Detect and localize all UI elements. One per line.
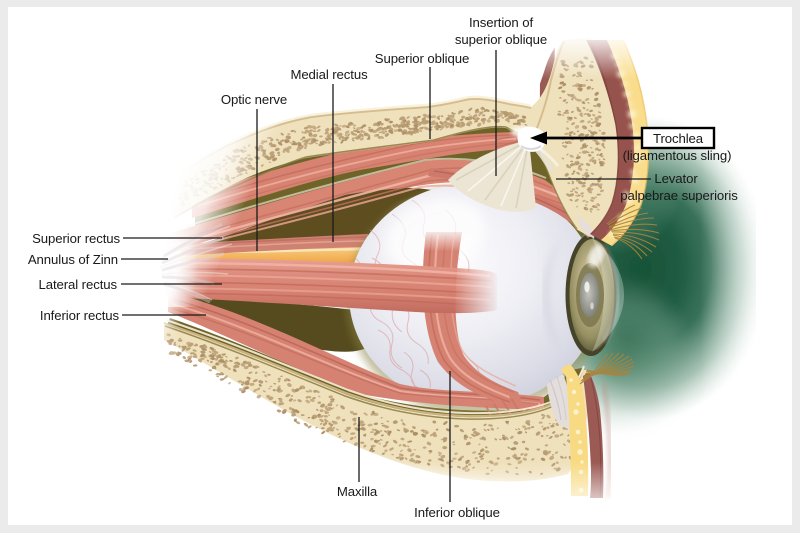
svg-text:Trochlea: Trochlea [653,131,704,146]
svg-text:Medial rectus: Medial rectus [290,67,368,82]
svg-text:palpebrae superioris: palpebrae superioris [620,188,738,203]
svg-text:(ligamentous sling): (ligamentous sling) [623,148,732,163]
svg-text:Annulus of Zinn: Annulus of Zinn [28,252,118,267]
svg-text:superior oblique: superior oblique [455,32,547,47]
svg-text:Lateral rectus: Lateral rectus [39,277,118,292]
svg-text:Optic nerve: Optic nerve [221,92,287,107]
svg-text:Inferior rectus: Inferior rectus [40,308,120,323]
svg-text:Inferior oblique: Inferior oblique [414,505,500,520]
svg-text:Insertion of: Insertion of [469,15,533,30]
svg-text:Superior oblique: Superior oblique [375,51,469,66]
svg-text:Maxilla: Maxilla [337,484,378,499]
svg-text:Levator: Levator [654,171,698,186]
svg-text:Superior rectus: Superior rectus [32,231,120,246]
